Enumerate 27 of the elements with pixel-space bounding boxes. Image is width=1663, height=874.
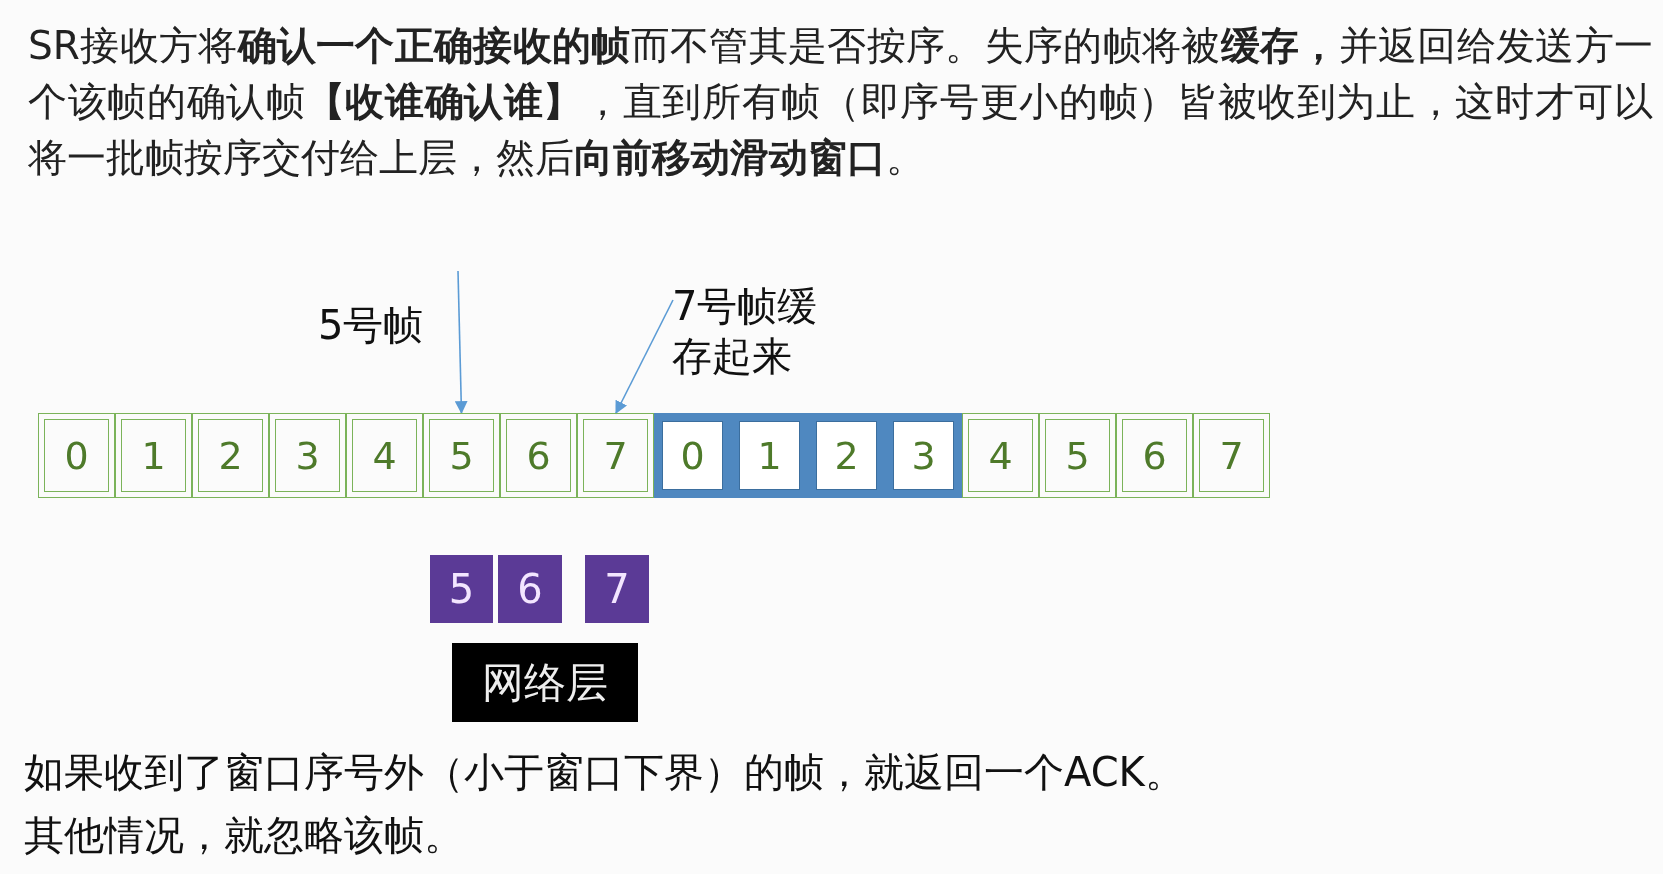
frame-cell: 5 [1039,413,1116,498]
frame-cell: 0 [38,413,115,498]
paragraph: SR接收方将确认一个正确接收的帧而不管其是否按序。失序的帧将被缓存，并返回给发送方一个该帧的确认帧【收谁确认谁】，直到所有帧（即序号更小的帧）皆被收到为止，这时才可以将一批帧按序交付给上层，然后向前移动滑动窗口。 [28,22,1653,182]
buffered-frame-box: 5 [430,555,493,623]
leader-arrow [614,299,674,415]
leader-arrow [454,270,468,415]
frame-cell: 6 [1116,413,1193,498]
frame-cell: 6 [500,413,577,498]
window-frame-cell: 1 [731,413,808,498]
network-layer-box: 网络层 [452,643,638,722]
window-frame-cell: 3 [885,413,962,498]
frame-cell: 7 [577,413,654,498]
buffered-frame-box: 6 [498,555,562,623]
frame-cell: 4 [346,413,423,498]
frame-cell: 2 [192,413,269,498]
window-frame-cell: 0 [654,413,731,498]
note-text: 其他情况，就忽略该帧。 [24,811,464,860]
buffered-frame-box: 7 [585,555,649,623]
frame-callout-text: 5号帧 [318,270,460,356]
frame-cell: 5 [423,413,500,498]
frame-cell: 3 [269,413,346,498]
note-text: 如果收到了窗口序号外（小于窗口下界）的帧，就返回一个ACK。 [24,748,1185,797]
frame-cell: 4 [962,413,1039,498]
window-frame-cell: 2 [808,413,885,498]
frame-cell: 7 [1193,413,1270,498]
frame-cell: 1 [115,413,192,498]
frame-callout-text: 7号帧缓存起来 [672,281,836,383]
